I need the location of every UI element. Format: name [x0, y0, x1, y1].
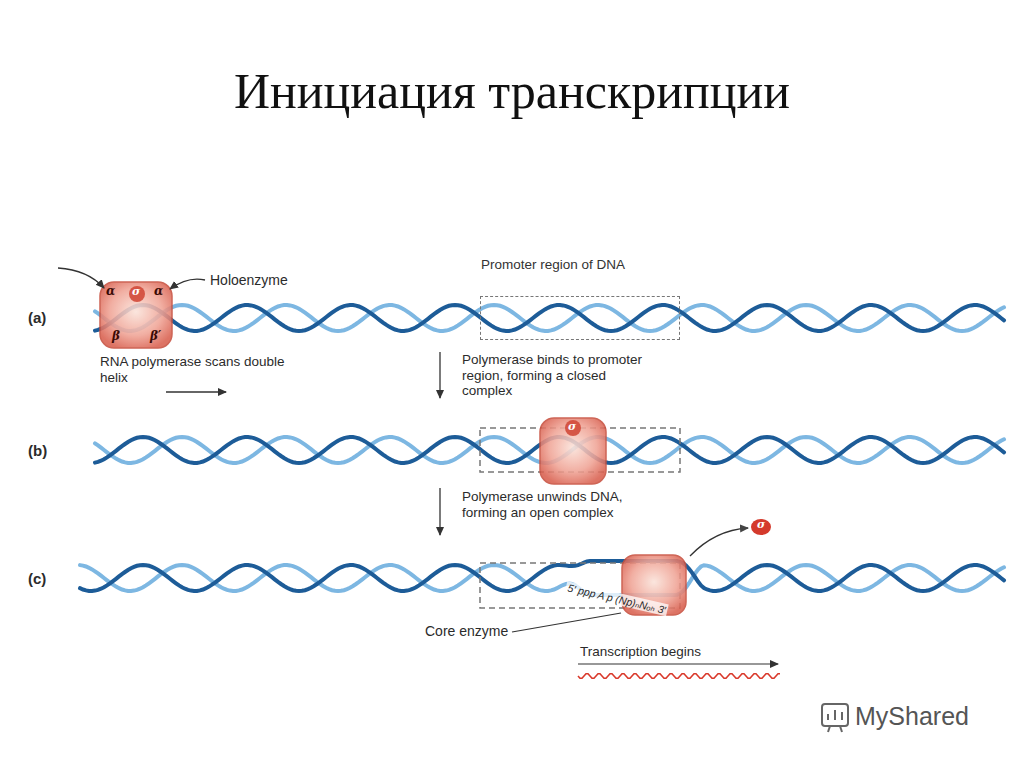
subunit-letter: α [106, 285, 115, 299]
leader-line [512, 613, 621, 632]
dna-strand [80, 561, 1004, 591]
sigma-letter: σ [132, 286, 140, 299]
released-sigma: σ [751, 519, 771, 535]
dna-strand [95, 305, 1004, 331]
watermark-icon [822, 704, 848, 732]
scan-arrow [166, 391, 226, 392]
subunit-letter: β [112, 330, 120, 344]
step-note: Polymerase binds to promoter region, for… [462, 352, 647, 399]
holoenzyme-shape [100, 282, 172, 348]
step-arrow [439, 488, 440, 535]
core-enzyme-label: Core enzyme [425, 623, 508, 639]
promoter-label: Promoter region of DNA [481, 257, 631, 273]
subunit-letter: β′ [150, 330, 161, 344]
dna-strand [95, 305, 1004, 331]
dna-helix [80, 305, 1004, 595]
sigma-letter: σ [757, 519, 765, 532]
sigma-dot [129, 286, 145, 302]
sigma-dot [565, 420, 581, 436]
holoenzyme: α σ α β β′ [100, 282, 172, 348]
row-letter: (b) [28, 442, 47, 459]
sigma-letter: σ [568, 421, 576, 434]
leader-arrow [170, 279, 205, 289]
row-letter: (a) [28, 309, 46, 326]
release-arrow [690, 528, 748, 556]
watermark: MyShared [855, 702, 969, 731]
row-letter: (c) [28, 570, 46, 587]
subunit-letter: α [154, 285, 163, 299]
rna-formula: 5′ ppp A p (Np)ₙNₒₕ 3′ [565, 581, 669, 616]
closed-complex-polymerase [540, 418, 606, 484]
rna-wave [578, 674, 780, 678]
promoter-region: Promoter region of DNA [480, 296, 680, 340]
holoenzyme-label: Holoenzyme [210, 272, 288, 288]
leader-arrow [58, 268, 104, 288]
step-arrow [439, 352, 440, 398]
step-note: Polymerase unwinds DNA, forming an open … [462, 489, 637, 520]
closed-complex-polymerase: σ [540, 418, 606, 484]
step-note: RNA polymerase scans double helix [100, 354, 300, 385]
transcription-label: Transcription begins [580, 644, 701, 660]
slide-title: Инициация транскрипции [0, 62, 1024, 120]
transcription-arrow [578, 663, 778, 664]
